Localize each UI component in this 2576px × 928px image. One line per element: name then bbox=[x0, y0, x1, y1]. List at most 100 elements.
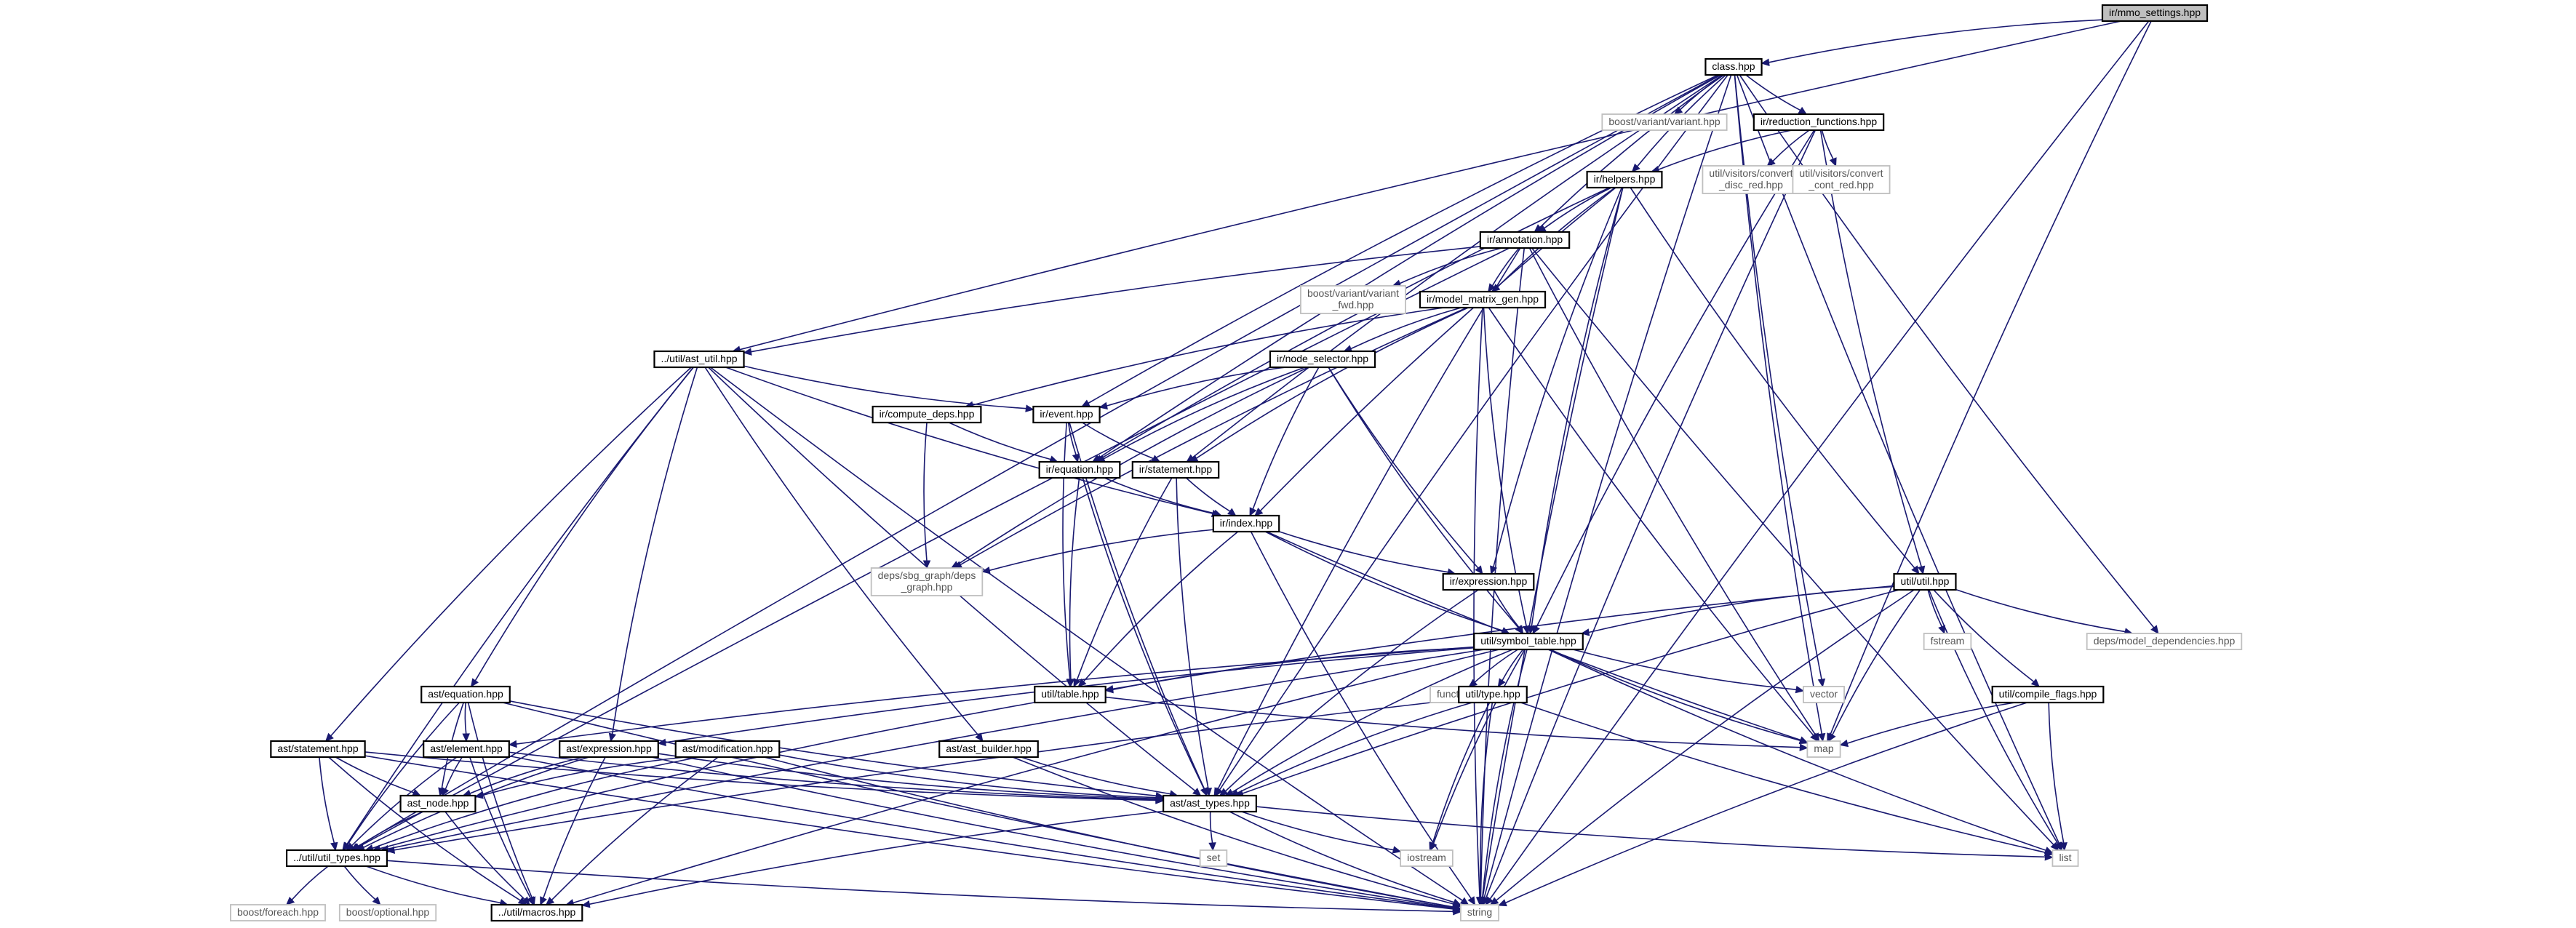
node-compute-deps[interactable]: ir/compute_deps.hpp bbox=[872, 405, 982, 424]
edge-symbol-table-to-map bbox=[1550, 649, 1801, 742]
edge-model-matrix-to-node-selector bbox=[1350, 307, 1462, 350]
edge-index-to-symbol-table bbox=[1264, 531, 1503, 631]
edge-arrowhead bbox=[386, 846, 396, 854]
edge-helpers-to-equation-ir bbox=[1101, 187, 1610, 459]
node-table[interactable]: util/table.hpp bbox=[1034, 685, 1106, 704]
edge-arrowhead bbox=[1766, 158, 1776, 167]
edge-ast-builder-to-string bbox=[1012, 756, 1454, 905]
edge-helpers-to-annotation bbox=[1544, 187, 1612, 229]
node-box bbox=[1752, 113, 1885, 132]
node-label: ast/ast_builder.hpp bbox=[946, 743, 1032, 754]
node-equation-ir[interactable]: ir/equation.hpp bbox=[1038, 460, 1121, 479]
node-util-types[interactable]: ../util/util_types.hpp bbox=[285, 849, 388, 868]
node-label: ir/node_selector.hpp bbox=[1277, 353, 1368, 364]
edge-util-util-to-compile-flags bbox=[1933, 589, 2035, 682]
node-box bbox=[1792, 165, 1891, 194]
edge-arrowhead bbox=[1459, 897, 1470, 905]
edge-arrowhead bbox=[1213, 787, 1221, 797]
node-label: util/table.hpp bbox=[1041, 688, 1099, 700]
edge-symbol-table-to-ast-types bbox=[1232, 649, 1513, 793]
edge-event-to-table bbox=[1062, 422, 1071, 680]
node-label: deps/model_dependencies.hpp bbox=[2094, 635, 2236, 647]
node-node-selector[interactable]: ir/node_selector.hpp bbox=[1269, 350, 1376, 369]
node-box bbox=[1419, 290, 1547, 309]
node-ast-modification[interactable]: ast/modification.hpp bbox=[674, 740, 781, 759]
edge-arrowhead bbox=[1817, 678, 1826, 688]
node-box bbox=[1442, 572, 1535, 591]
edge-arrowhead bbox=[1429, 841, 1437, 852]
edge-arrowhead bbox=[372, 896, 381, 905]
node-event[interactable]: ir/event.hpp bbox=[1032, 405, 1101, 424]
node-box bbox=[2051, 849, 2079, 867]
node-annotation[interactable]: ir/annotation.hpp bbox=[1479, 231, 1571, 249]
edge-arrowhead bbox=[1799, 743, 1809, 751]
edge-ast-types-to-set bbox=[1209, 811, 1213, 844]
edge-arrowhead bbox=[1081, 399, 1090, 407]
edge-util-types-to-boost-optional bbox=[343, 865, 376, 900]
node-label: util/compile_flags.hpp bbox=[1999, 688, 2097, 700]
edge-ast-types-to-string bbox=[1229, 811, 1454, 903]
edge-arrowhead bbox=[922, 560, 931, 569]
node-ast-builder[interactable]: ast/ast_builder.hpp bbox=[938, 740, 1039, 759]
node-ast-util[interactable]: ../util/ast_util.hpp bbox=[653, 350, 745, 369]
node-macros[interactable]: ../util/macros.hpp bbox=[490, 903, 583, 922]
edge-ast-util-to-util-types bbox=[346, 367, 694, 845]
node-class[interactable]: class.hpp bbox=[1704, 57, 1763, 76]
node-reduction[interactable]: ir/reduction_functions.hpp bbox=[1752, 113, 1885, 132]
graph-edges bbox=[285, 19, 2159, 916]
node-type[interactable]: util/type.hpp bbox=[1458, 685, 1528, 704]
graph-nodes: ir/mmo_settings.hpp class.hpp boost/varian… bbox=[230, 4, 2243, 922]
node-box bbox=[399, 794, 476, 813]
node-statement-ir[interactable]: ir/statement.hpp bbox=[1131, 460, 1220, 479]
node-ast-element[interactable]: ast/element.hpp bbox=[423, 740, 510, 759]
edge-arrowhead bbox=[2030, 679, 2040, 687]
edge-symbol-table-to-list bbox=[1547, 649, 2046, 851]
node-model-matrix[interactable]: ir/model_matrix_gen.hpp bbox=[1419, 290, 1547, 309]
edge-equation-ir-to-table bbox=[1069, 477, 1080, 680]
node-label: class.hpp bbox=[1712, 60, 1755, 72]
node-conv-disc: util/visitors/convert_disc_red.hpp bbox=[1702, 165, 1801, 194]
edge-ast-modification-to-macros bbox=[551, 756, 719, 901]
edge-ast-statement-to-macros bbox=[328, 756, 521, 901]
node-compile-flags[interactable]: util/compile_flags.hpp bbox=[1991, 685, 2105, 704]
node-symbol-table[interactable]: util/symbol_table.hpp bbox=[1473, 632, 1584, 651]
edge-util-types-to-boost-foreach bbox=[291, 865, 329, 900]
edge-ast-node-to-util-types bbox=[357, 811, 423, 847]
node-label: ir/event.hpp bbox=[1040, 408, 1093, 420]
edge-symbol-table-to-functional bbox=[1474, 649, 1518, 683]
node-box bbox=[1702, 165, 1801, 194]
node-ast-expression[interactable]: ast/expression.hpp bbox=[559, 740, 659, 759]
node-conv-cont: util/visitors/convert_cont_red.hpp bbox=[1792, 165, 1891, 194]
node-ast-equation[interactable]: ast/equation.hpp bbox=[420, 685, 511, 704]
edge-ast-expression-to-ast-node bbox=[469, 756, 584, 794]
node-box bbox=[1459, 904, 1500, 921]
edge-arrowhead bbox=[474, 791, 484, 799]
edge-ast-equation-to-util-types bbox=[347, 702, 460, 845]
edge-arrowhead bbox=[1155, 793, 1165, 801]
edge-ast-equation-to-ast-types bbox=[509, 700, 1157, 796]
node-ast-types[interactable]: ast/ast_types.hpp bbox=[1163, 794, 1257, 813]
edge-node-selector-to-expression-ir bbox=[1328, 367, 1479, 569]
edge-class-to-reduction bbox=[1745, 74, 1801, 111]
node-box bbox=[870, 567, 984, 596]
node-variant-fwd: boost/variant/variant_fwd.hpp bbox=[1300, 285, 1406, 314]
node-label: ast/element.hpp bbox=[430, 743, 503, 754]
node-root[interactable]: ir/mmo_settings.hpp bbox=[2101, 4, 2209, 23]
node-label: ast/expression.hpp bbox=[566, 743, 652, 754]
edge-class-to-vector bbox=[1734, 74, 1822, 680]
edge-ast-expression-to-util-types bbox=[363, 756, 589, 848]
edge-annotation-to-map bbox=[1528, 247, 1817, 735]
edge-symbol-table-to-ast-element bbox=[516, 646, 1475, 745]
edge-ast-util-to-string bbox=[710, 367, 1463, 901]
node-util-util[interactable]: util/util.hpp bbox=[1893, 572, 1957, 591]
node-ast-node[interactable]: ast_node.hpp bbox=[399, 794, 476, 813]
node-index[interactable]: ir/index.hpp bbox=[1212, 514, 1280, 533]
edge-arrowhead bbox=[608, 732, 617, 743]
edge-util-util-to-model-deps bbox=[1955, 588, 2126, 633]
edge-arrowhead bbox=[1204, 788, 1213, 797]
node-ast-statement[interactable]: ast/statement.hpp bbox=[270, 740, 366, 759]
node-helpers[interactable]: ir/helpers.hpp bbox=[1586, 170, 1663, 189]
edge-compile-flags-to-list bbox=[2048, 702, 2065, 844]
node-expression-ir[interactable]: ir/expression.hpp bbox=[1442, 572, 1535, 591]
edge-arrowhead bbox=[462, 733, 470, 743]
